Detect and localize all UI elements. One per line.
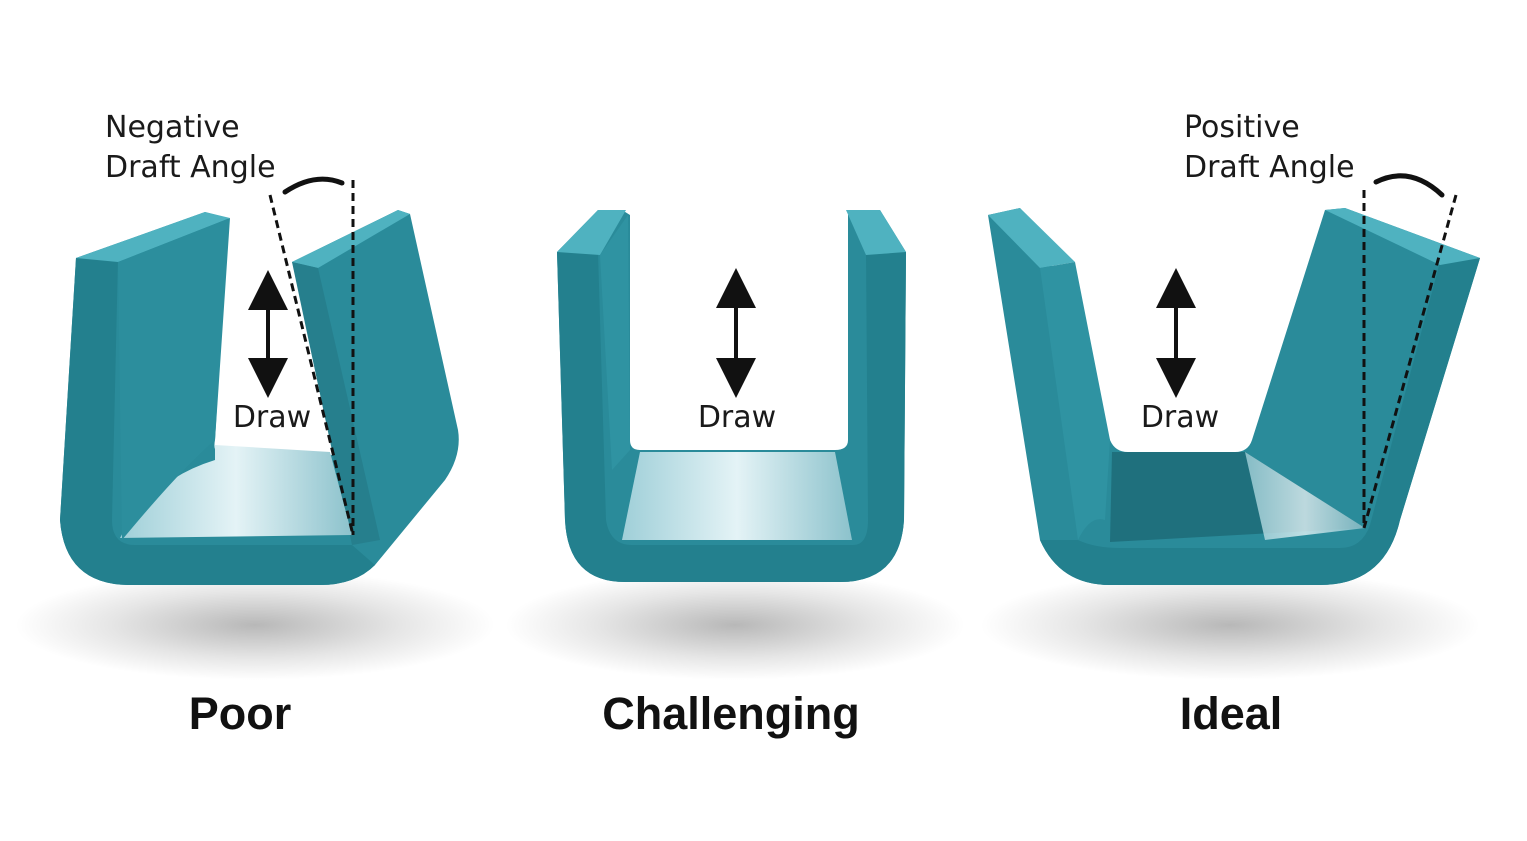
positive-draft-label-line1: Positive xyxy=(1184,110,1300,145)
draw-label-poor: Draw xyxy=(232,400,312,435)
draw-label-ideal: Draw xyxy=(1140,400,1220,435)
part-poor xyxy=(60,210,459,585)
negative-draft-indicator xyxy=(268,176,355,536)
caption-challenging: Challenging xyxy=(602,688,860,739)
draw-label-challenging: Draw xyxy=(697,400,777,435)
part-challenging xyxy=(557,210,906,582)
shadow-poor xyxy=(15,570,495,680)
caption-poor: Poor xyxy=(188,688,292,739)
positive-draft-label-line2: Draft Angle xyxy=(1184,150,1355,185)
negative-draft-label: Negative Draft Angle xyxy=(105,108,276,188)
positive-draft-label: Positive Draft Angle xyxy=(1184,108,1355,188)
shadow-challenging xyxy=(505,570,965,680)
positive-draft-indicator xyxy=(1362,173,1458,529)
negative-draft-label-line2: Draft Angle xyxy=(105,150,276,185)
shadow-ideal xyxy=(980,570,1480,680)
caption-ideal: Ideal xyxy=(1179,688,1283,739)
part-ideal xyxy=(988,208,1480,585)
negative-draft-label-line1: Negative xyxy=(105,110,240,145)
